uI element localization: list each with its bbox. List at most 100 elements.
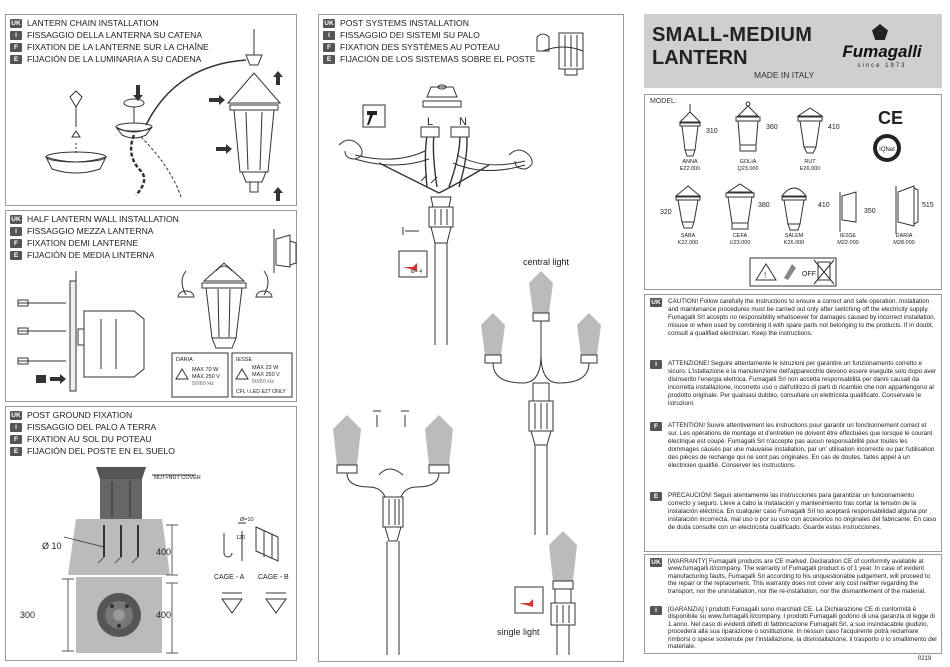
diameter-10-small: Ø=10	[240, 517, 254, 523]
diameter-10: Ø 10	[42, 541, 62, 551]
model-daria-name: DARIA	[895, 233, 913, 239]
models-illustration: CE IQNet ! OFF	[674, 101, 919, 287]
lantern-iesse	[839, 191, 857, 232]
model-label: MODEL:	[650, 98, 677, 105]
title-band	[644, 14, 942, 88]
lantern-cefa	[725, 183, 755, 230]
model-saba-name: SABA	[680, 233, 696, 239]
model-iesse-name: IESSE	[839, 233, 857, 239]
lantern-daria	[895, 185, 919, 234]
iqnet-label: IQNet	[879, 147, 895, 153]
lantern-golia	[735, 101, 761, 152]
ground-title-it: FISSAGGIO DEL PALO A TERRA	[27, 422, 157, 432]
caution-fr: F ATTENTION! Suivre attentivement les in…	[650, 422, 938, 469]
chain-illustration	[45, 29, 283, 201]
ground-title-fr: FIXATION AU SOL DU POTEAU	[27, 434, 152, 444]
daria-max2: MAX 250 V	[192, 374, 220, 380]
iesse-cfl: CFL \ LED E27 ONLY	[236, 389, 286, 395]
iesse-title: IESSE	[236, 357, 253, 363]
model-golia-name: GOLIA	[739, 159, 757, 165]
caution-es-text: PRECAUCIÓN! Seguir atentamente las instr…	[668, 492, 937, 531]
cage-a-label: CAGE - A	[214, 574, 245, 581]
ground-title-uk: POST GROUND FIXATION	[27, 410, 133, 420]
ce-mark: CE	[878, 108, 903, 128]
chain-title-fr: FIXATION DE LA LANTERNE SUR LA CHAÎNE	[27, 42, 209, 52]
model-salem-height: 410	[818, 202, 830, 209]
svg-text:!: !	[764, 271, 766, 280]
daria-title: DARIA	[176, 357, 193, 363]
height-400-upper: 400	[156, 547, 171, 557]
iesse-hz: 50/60 Hz	[252, 379, 274, 385]
model-daria-height: 515	[922, 202, 934, 209]
model-anna-height: 310	[706, 128, 718, 135]
daria-hz: 50/60 Hz	[192, 381, 214, 387]
model-saba-code: K22.000	[677, 240, 699, 246]
brand-lantern-icon	[872, 24, 888, 40]
half-title-it: FISSAGGIO MEZZA LANTERNA	[27, 226, 154, 236]
brand-name: Fumagalli	[842, 42, 922, 61]
daria-max1: MAX 70 W	[192, 367, 219, 373]
warranty-box	[644, 554, 942, 654]
ground-title-es: FIJACIÓN DEL POSTE EN EL SUELO	[27, 446, 175, 456]
model-rut-height: 410	[828, 124, 840, 131]
made-in-italy: MADE IN ITALY	[754, 70, 815, 80]
model-daria-code: M28.000	[893, 240, 915, 246]
page-code: 0219	[918, 656, 932, 662]
model-golia-height: 360	[766, 124, 778, 131]
warranty-it: I [GARANZIA] I prodotti Fumagalli sono m…	[650, 606, 938, 650]
model-cefa-height: 380	[758, 202, 770, 209]
lantern-salem	[780, 187, 808, 231]
models-box	[644, 94, 942, 290]
post-systems-illustration: L N	[333, 32, 601, 655]
ground-illustration: NUT+NUT COVER Ø 10 400 400 300	[20, 467, 289, 654]
post-title-uk: POST SYSTEMS INSTALLATION	[340, 18, 469, 28]
model-anna-code: E22.000	[679, 166, 701, 172]
lantern-anna	[678, 104, 702, 157]
product-info-panel: SMALL-MEDIUM LANTERN Fumagalli since 197…	[642, 14, 944, 662]
half-title-fr: FIXATION DEMI LANTERNE	[27, 238, 139, 248]
lantern-rut	[796, 107, 824, 154]
product-title-2: LANTERN	[652, 47, 748, 69]
model-anna-name: ANNA	[682, 159, 698, 165]
chain-title-it: FISSAGGIO DELLA LANTERNA SU CATENA	[27, 30, 203, 40]
warranty-it-text: [GARANZIA] I prodotti Fumagalli sono mar…	[668, 606, 937, 651]
wrench-size: Ø= 4	[411, 269, 422, 275]
caution-uk: UK CAUTION! Follow carefully the instruc…	[650, 298, 938, 338]
no-disposal-icon	[813, 259, 835, 285]
iesse-max2: MAX 250 V	[252, 372, 280, 378]
switch-icon	[784, 264, 796, 280]
model-saba-height: 320	[660, 209, 672, 216]
model-cefa-code: U23.000	[729, 240, 751, 246]
post-title-fr: FIXATION DES SYSTÈMES AU POTEAU	[340, 42, 500, 52]
central-light-label: central light	[523, 257, 570, 267]
caution-uk-text: CAUTION! Follow carefully the instructio…	[668, 298, 936, 337]
half-lantern-illustration: DARIA MAX 70 W MAX 250 V 50/60 Hz IESSE …	[17, 229, 297, 398]
caution-it-text: ATTENZIONE! Seguire attentamente le istr…	[668, 360, 937, 407]
cage-b-label: CAGE - B	[258, 574, 289, 581]
iesse-max1: MAX 23 W	[252, 365, 279, 371]
warranty-uk: UK [WARRANTY] Fumagalli products are CE …	[650, 558, 938, 595]
model-iesse-code: M22.000	[837, 240, 859, 246]
width-300: 300	[20, 610, 35, 620]
chain-title-es: FIJACIÓN DE LA LUMINARIA A SU CADENA	[27, 54, 202, 64]
warning-icons-box	[749, 257, 837, 287]
model-golia-code: Q23.000	[737, 166, 759, 172]
height-120: 120	[236, 535, 245, 541]
half-title-es: FIJACIÓN DE MEDIA LINTERNA	[27, 250, 155, 260]
post-title-es: FIJACIÓN DE LOS SISTEMAS SOBRE EL POSTE	[340, 54, 536, 64]
model-rut-name: RUT	[804, 159, 816, 165]
off-label: OFF	[802, 271, 816, 278]
caution-es: E PRECAUCIÓN! Seguir atentamente las ins…	[650, 492, 938, 532]
caution-fr-text: ATTENTION! Suivre attentivement les inst…	[668, 422, 935, 469]
caution-box	[644, 294, 942, 552]
post-title-it: FISSAGGIO DEI SISTEMI SU PALO	[340, 30, 480, 40]
model-cefa-name: CEFA	[732, 233, 748, 239]
